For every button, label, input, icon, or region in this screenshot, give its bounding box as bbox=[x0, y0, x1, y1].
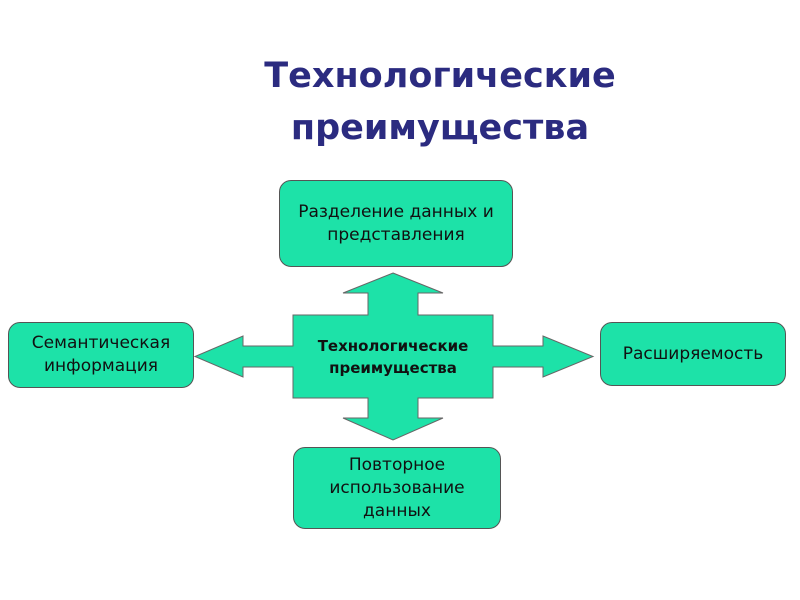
node-right-line-1: Расширяемость bbox=[622, 343, 764, 364]
center-label: Технологические преимущества bbox=[293, 315, 493, 398]
node-bottom-line-3: данных bbox=[363, 500, 431, 521]
node-bottom-line-1: Повторное bbox=[348, 454, 446, 475]
node-extensibility: Расширяемость bbox=[600, 322, 786, 386]
title-line-1: Технологические bbox=[264, 56, 616, 96]
node-top-line-2: представления bbox=[327, 224, 465, 245]
central-cross-arrow-shape bbox=[193, 272, 595, 441]
center-line-1: Технологические bbox=[317, 336, 469, 355]
node-bottom-line-2: использование bbox=[329, 477, 465, 498]
node-left-line-1: Семантическая bbox=[31, 333, 171, 353]
node-left-line-2: информация bbox=[44, 356, 158, 376]
node-top-line-1: Разделение данных и bbox=[298, 201, 494, 222]
center-line-2: преимущества bbox=[329, 358, 457, 377]
node-semantic-information: Семантическая информация bbox=[8, 322, 194, 388]
title-line-2: преимущества bbox=[290, 108, 590, 148]
page-title: Технологические преимущества bbox=[0, 50, 800, 154]
node-data-reuse: Повторное использование данных bbox=[293, 447, 501, 529]
node-data-separation: Разделение данных и представления bbox=[279, 180, 513, 267]
